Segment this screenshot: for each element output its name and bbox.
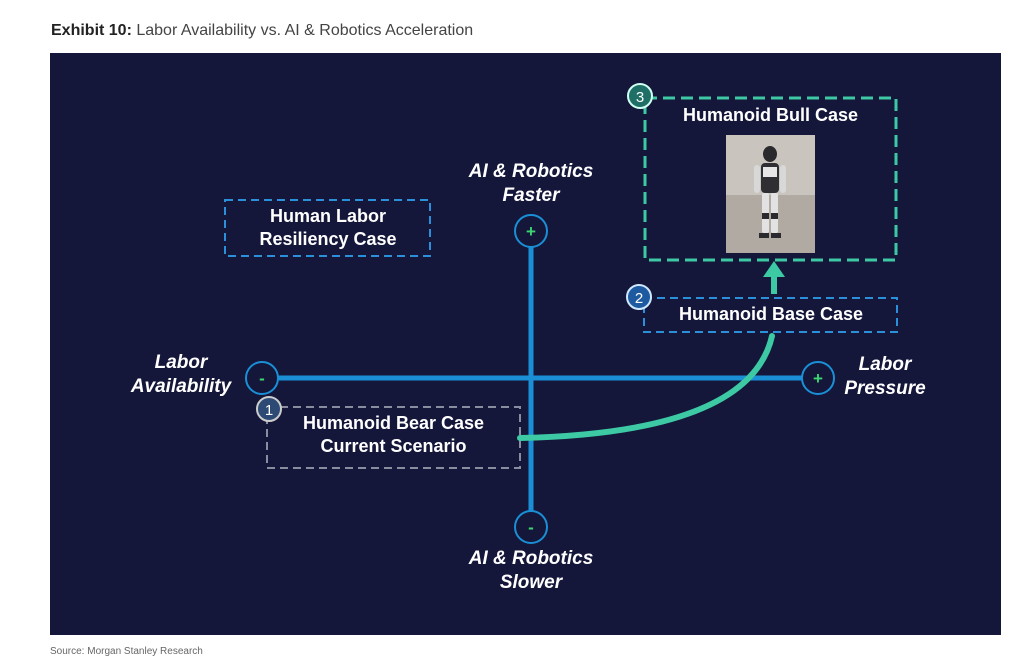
source-note: Source: Morgan Stanley Research (50, 646, 203, 657)
exhibit-title-text: Labor Availability vs. AI & Robotics Acc… (136, 22, 474, 39)
left-axis-line2: Availability (130, 375, 232, 397)
exhibit-title: Exhibit 10: Labor Availability vs. AI & … (51, 22, 473, 40)
bear-case-number-badge (256, 396, 282, 422)
resiliency-case-label: Human Labor Resiliency Case (228, 205, 428, 250)
right-plus-symbol: + (813, 369, 823, 388)
humanoid-robot-image (726, 135, 815, 253)
left-minus-symbol: - (259, 369, 265, 388)
base-case-label: Humanoid Base Case (646, 303, 896, 326)
exhibit-label: Exhibit 10: (51, 22, 132, 39)
bear-case-number: 1 (265, 402, 273, 419)
resiliency-case-box (224, 199, 431, 257)
bottom-axis-line2: Slower (499, 571, 563, 593)
bull-case-label: Humanoid Bull Case (647, 104, 894, 127)
base-case-number: 2 (635, 290, 643, 307)
bottom-minus-symbol: - (528, 518, 534, 537)
top-axis-label: AI & Robotics Faster (451, 160, 611, 208)
bottom-axis-label: AI & Robotics Slower (451, 547, 611, 595)
top-axis-line2: Faster (502, 184, 560, 206)
bull-case-number-badge (627, 83, 653, 109)
bull-case-line1: Humanoid Bull Case (682, 105, 859, 125)
top-axis-line1: AI & Robotics (468, 161, 594, 182)
bottom-minus-circle (514, 510, 548, 544)
bear-case-line1: Humanoid Bear Case (302, 413, 485, 433)
diagram-canvas: + + - - (224, 83, 898, 544)
top-plus-symbol: + (526, 222, 536, 241)
diagram-panel: + + - - (50, 53, 1001, 635)
right-axis-line1: Labor (858, 354, 912, 375)
right-plus-circle (801, 361, 835, 395)
base-to-bull-arrowhead (763, 261, 785, 277)
resiliency-line2: Resiliency Case (259, 228, 397, 249)
bottom-axis-line1: AI & Robotics (468, 548, 594, 569)
bear-case-label: Humanoid Bear Case Current Scenario (270, 412, 517, 457)
bear-case-line2: Current Scenario (320, 435, 467, 456)
left-axis-line1: Labor (154, 352, 208, 373)
base-case-line1: Humanoid Base Case (678, 304, 864, 324)
bull-case-box (643, 96, 898, 262)
progression-curve (517, 333, 775, 441)
right-axis-label: Labor Pressure (825, 353, 945, 401)
resiliency-line1: Human Labor (269, 206, 386, 226)
left-minus-circle (245, 361, 279, 395)
right-axis-line2: Pressure (844, 377, 926, 399)
left-axis-label: Labor Availability (116, 351, 246, 399)
top-plus-circle (514, 214, 548, 248)
bull-case-number: 3 (636, 89, 644, 106)
base-case-number-badge (626, 284, 652, 310)
